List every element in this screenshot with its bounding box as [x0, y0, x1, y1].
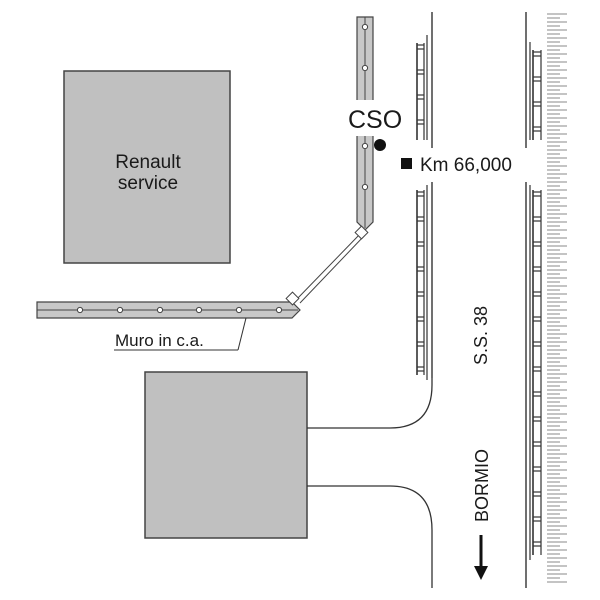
km-marker-icon [401, 158, 412, 169]
wall-anchor [156, 306, 164, 314]
building-renault-label-line2: service [118, 173, 178, 194]
station-marker-icon [374, 139, 386, 151]
wall-vertical [340, 16, 390, 231]
wall-anchor [361, 64, 369, 72]
wall-horizontal [36, 301, 301, 319]
direction-label: BORMIO [472, 449, 492, 522]
wall-anchor [361, 142, 369, 150]
wall-anchor [195, 306, 203, 314]
station-label: CSO [348, 106, 402, 134]
access-road-upper [307, 378, 433, 429]
road-name-label: S.S. 38 [471, 306, 491, 365]
wall-anchor [361, 183, 369, 191]
building-unnamed [144, 371, 308, 539]
wall-anchor [275, 306, 283, 314]
wall-label: Muro in c.a. [115, 331, 204, 350]
access-road-lower [307, 485, 433, 588]
wall-anchor [116, 306, 124, 314]
building-renault: Renault service [63, 70, 231, 264]
km-label-backing [396, 148, 544, 182]
road-edge-left [416, 12, 433, 380]
access-roads [307, 378, 433, 588]
km-label: Km 66,000 [420, 155, 512, 176]
arrow-down-icon [474, 535, 488, 580]
wall-connector [285, 225, 369, 306]
wall-anchor [76, 306, 84, 314]
wall-anchor [235, 306, 243, 314]
embankment-hatch [547, 13, 567, 583]
wall-anchor [361, 23, 369, 31]
building-renault-label-line1: Renault [115, 152, 181, 173]
wall-callout: Muro in c.a. [114, 317, 247, 351]
road-edge-right [525, 12, 542, 588]
wall-label-gap [340, 100, 390, 136]
